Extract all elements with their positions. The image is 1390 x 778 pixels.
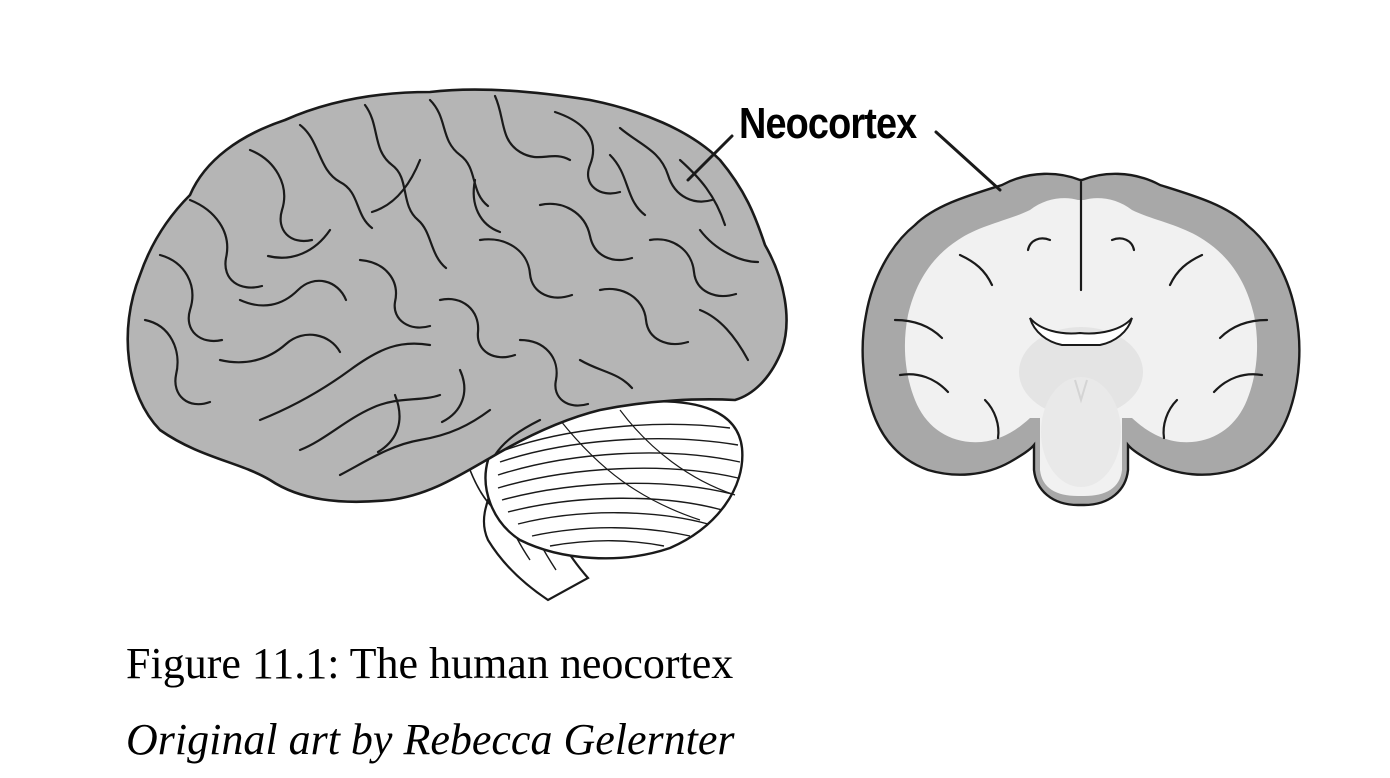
coronal-thalamus [1019,327,1143,417]
cerebellum [484,400,744,560]
figure-caption: Figure 11.1: The human neocortex [126,639,734,688]
coronal-ventricles [1029,317,1133,346]
brain-figure [126,88,1301,602]
cerebrum-gyri [143,94,760,477]
lateral-brain-view [126,88,788,602]
neocortex-leader-right [934,130,1002,192]
neocortex-leader-left [686,134,734,182]
art-credit: Original art by Rebecca Gelernter [126,715,735,764]
cerebrum [126,88,788,504]
coronal-section-view [861,130,1301,507]
neocortex-label: Neocortex [739,99,917,148]
